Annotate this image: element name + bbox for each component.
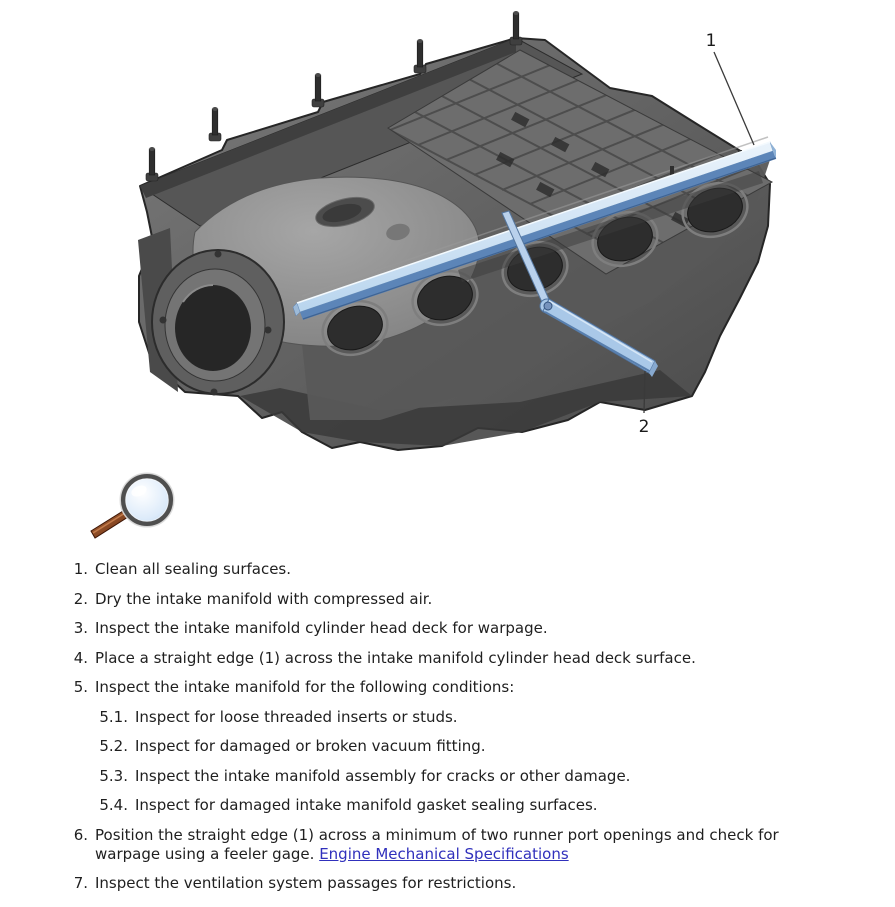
step-number: 5.2. (99, 737, 128, 755)
step-number: 2. (73, 589, 88, 608)
step-text: Position the straight edge (1) across a … (95, 825, 779, 863)
procedure-step-7: 7. Inspect the ventilation system passag… (70, 874, 889, 893)
step-text: Place a straight edge (1) across the int… (95, 648, 696, 667)
procedure-step-6: 6. Position the straight edge (1) across… (70, 826, 889, 864)
step-text: Dry the intake manifold with compressed … (95, 589, 433, 608)
procedure-step-4: 4. Place a straight edge (1) across the … (70, 649, 889, 668)
step-text: Inspect the ventilation system passages … (95, 874, 517, 892)
straight-edge-tool (292, 141, 777, 320)
step-number: 4. (73, 648, 88, 667)
step-number: 3. (73, 619, 88, 637)
step-number: 5.1. (99, 707, 128, 726)
callout-1-label: 1 (706, 31, 717, 51)
procedure-step-5-1: 5.1. Inspect for loose threaded inserts … (95, 708, 889, 727)
step-text: Clean all sealing surfaces. (95, 560, 292, 578)
procedure-step-2: 2. Dry the intake manifold with compress… (70, 590, 889, 609)
callout-2: 2 (639, 370, 650, 437)
step-number: 5.3. (99, 766, 128, 785)
step-text: Inspect the intake manifold assembly for… (135, 766, 631, 785)
step-text: Inspect for damaged intake manifold gask… (135, 796, 598, 814)
step-text: Inspect the intake manifold for the foll… (95, 678, 515, 696)
procedure-step-1: 1. Clean all sealing surfaces. (70, 560, 889, 579)
intake-manifold-illustration (138, 10, 774, 451)
procedure-step-3: 3. Inspect the intake manifold cylinder … (70, 619, 889, 638)
procedure-step-5-2: 5.2. Inspect for damaged or broken vacuu… (95, 737, 889, 756)
procedure-step-5-4: 5.4. Inspect for damaged intake manifold… (95, 796, 889, 815)
callout-1: 1 (706, 31, 755, 146)
procedure-step-5: 5. Inspect the intake manifold for the f… (70, 678, 889, 697)
callout-2-label: 2 (639, 417, 650, 437)
step-number: 1. (73, 560, 88, 578)
magnifier-icon[interactable] (90, 472, 175, 539)
step-text: Inspect the intake manifold cylinder hea… (95, 619, 548, 637)
step-number: 5. (73, 678, 88, 696)
feeler-gage-tool (501, 210, 658, 377)
step-number: 6. (73, 825, 88, 844)
step-text: Inspect for damaged or broken vacuum fit… (135, 737, 486, 755)
step-number: 5.4. (99, 796, 128, 814)
engine-mechanical-specifications-link[interactable]: Engine Mechanical Specifications (319, 844, 569, 863)
procedure-step-5-3: 5.3. Inspect the intake manifold assembl… (95, 767, 889, 786)
step-number: 7. (73, 874, 88, 892)
figure-intake-manifold: 1 2 (90, 10, 777, 539)
figure-svg: 1 2 (90, 10, 777, 539)
procedure-list: 1. Clean all sealing surfaces. 2. Dry th… (0, 553, 895, 904)
step-text: Inspect for loose threaded inserts or st… (135, 707, 458, 726)
